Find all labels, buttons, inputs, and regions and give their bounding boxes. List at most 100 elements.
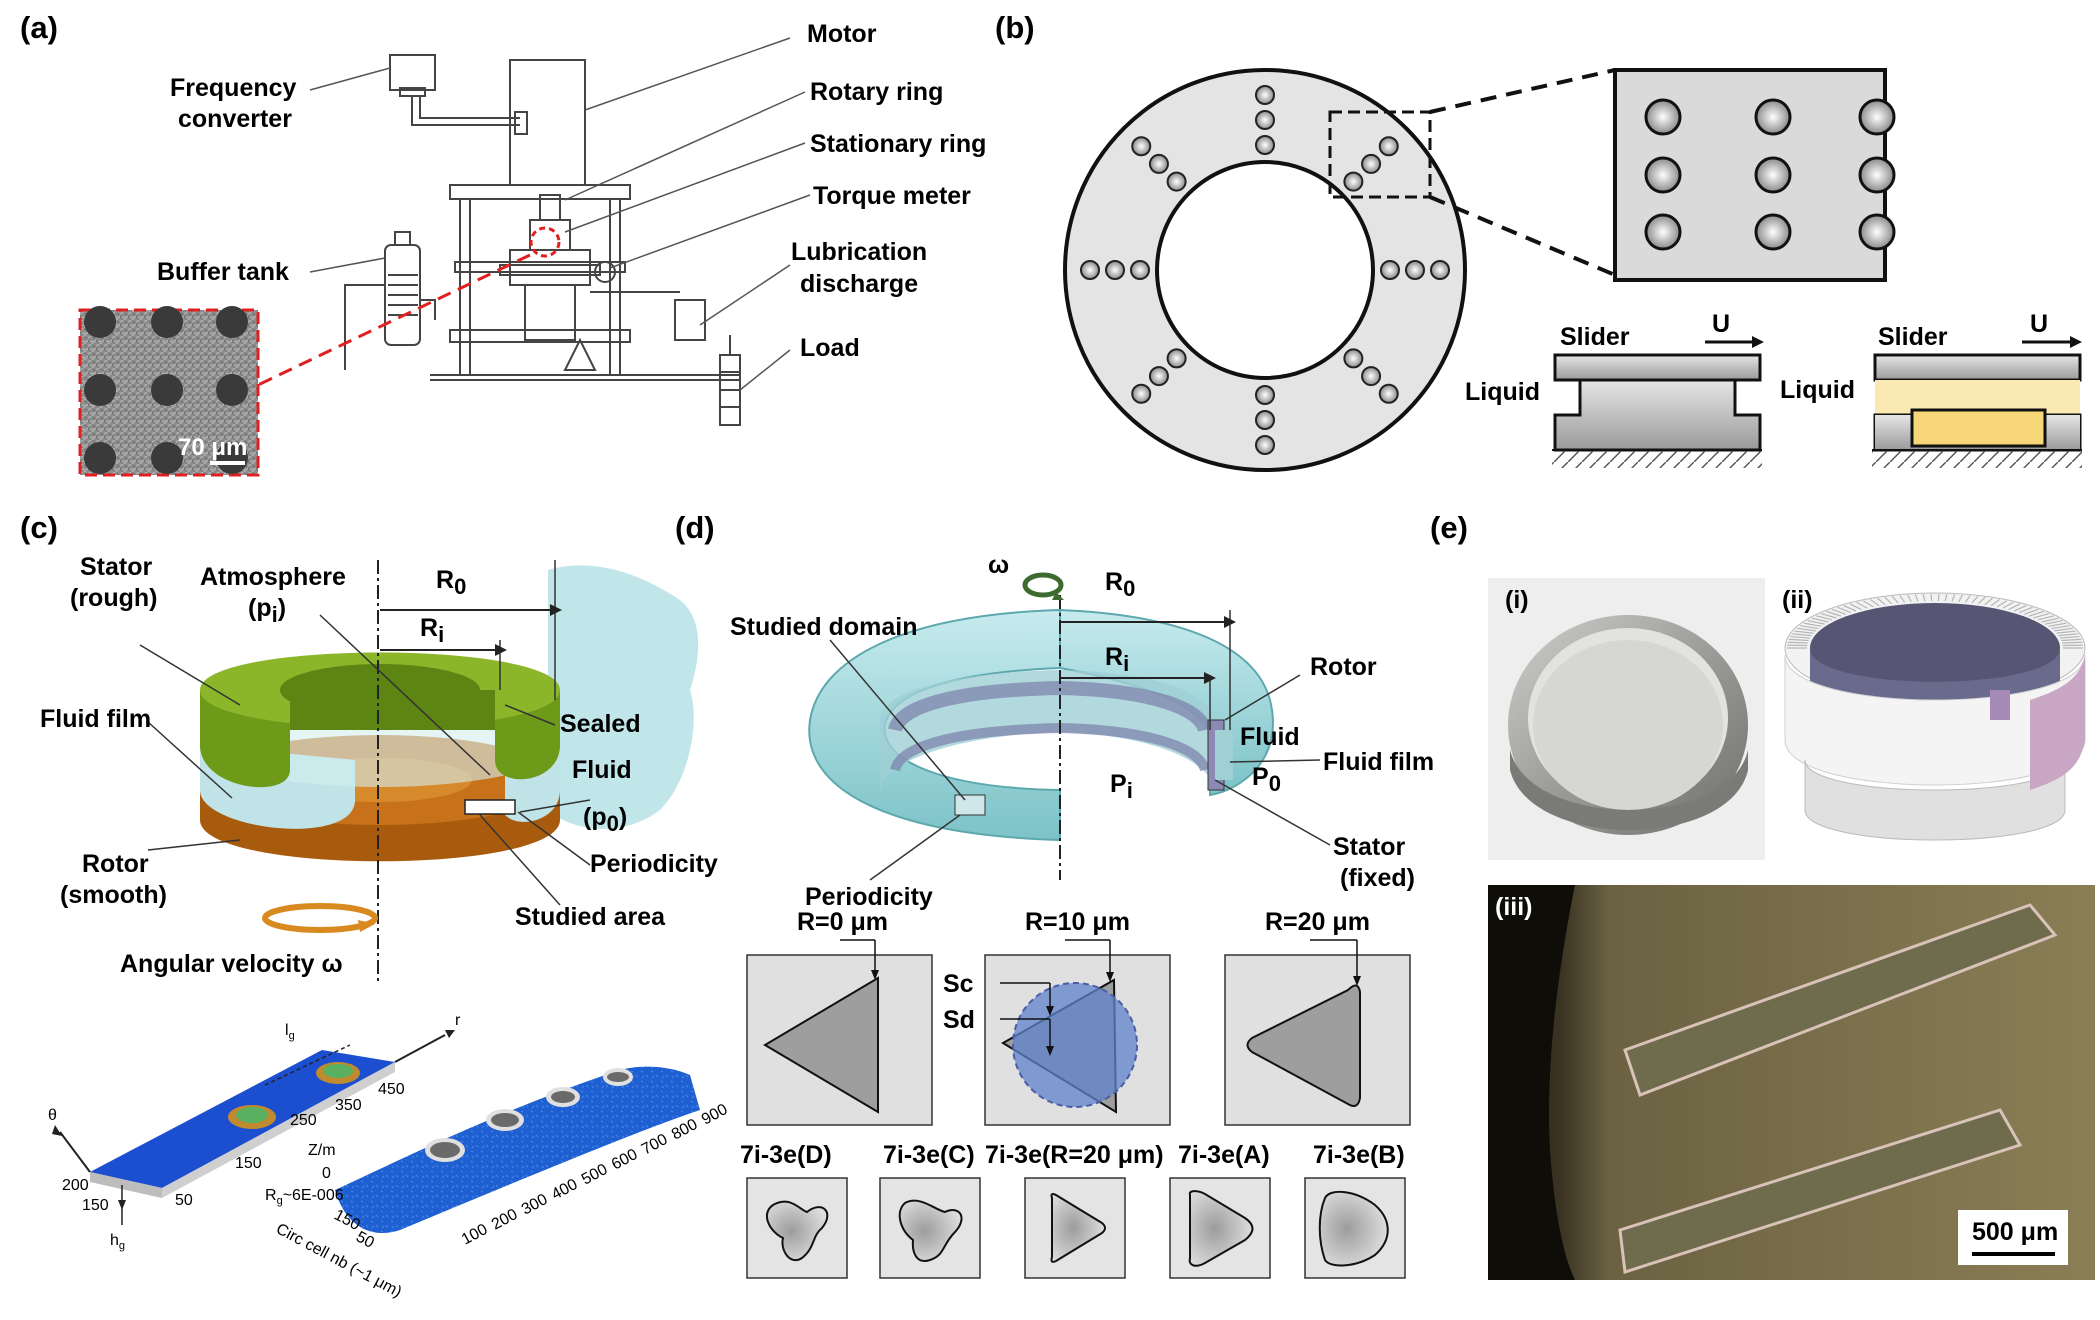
radial-groove <box>2060 635 2080 639</box>
plot-tick-b: 800 <box>669 1116 701 1144</box>
ring-dimples <box>1080 85 1450 455</box>
label-fluid: Fluid <box>572 756 632 784</box>
label-buffer-tank: Buffer tank <box>157 258 289 286</box>
render-ii-textured-ring: (ii) <box>1775 578 2095 860</box>
ring-dimple <box>1378 383 1399 404</box>
radial-groove <box>1922 594 1926 602</box>
plot-rg-label: Rg~6E-006 <box>265 1187 344 1207</box>
label-stator-line2: (rough) <box>70 584 157 612</box>
radial-groove <box>1877 597 1886 606</box>
studied-area-marker <box>464 799 516 815</box>
radial-groove <box>1984 597 1993 606</box>
liquid-right-label: Liquid <box>1780 376 1855 404</box>
radial-groove <box>2008 603 2021 611</box>
radial-groove <box>1797 627 1816 632</box>
panel-a-label: (a) <box>20 10 58 45</box>
label-angular-velocity: Angular velocity ω <box>120 950 343 978</box>
panel-d: (d) <box>675 510 1434 1279</box>
radial-groove <box>1862 600 1874 608</box>
ring-dimple <box>1255 135 1275 155</box>
panel-d-label: (d) <box>675 510 715 545</box>
label-sc: Sc <box>943 970 974 998</box>
inset-dimple <box>1754 156 1792 194</box>
micrograph-scale-label: 500 μm <box>1972 1218 2058 1246</box>
inset-dimple <box>1644 213 1682 251</box>
radial-groove <box>1944 594 1948 602</box>
radial-groove <box>1800 625 1819 630</box>
plot-theta-label: θ <box>48 1107 57 1124</box>
liquid-left-label: Liquid <box>1465 378 1540 406</box>
radial-groove <box>2013 604 2027 612</box>
radial-groove <box>2037 615 2054 621</box>
small-shape-a <box>1169 1177 1271 1279</box>
radial-groove <box>2058 633 2078 637</box>
label-r10um: R=10 μm <box>1025 908 1130 936</box>
dimple-grid-inset <box>1613 68 1896 282</box>
angular-velocity-arrow <box>262 903 378 933</box>
omega-arrow <box>1022 572 1064 600</box>
panel-d-leaders <box>829 639 1331 881</box>
label-motor: Motor <box>807 20 877 48</box>
label-pi: Pi <box>1110 770 1133 803</box>
ring-dimple <box>1255 85 1275 105</box>
shape-box-r0 <box>746 939 933 1126</box>
label-load: Load <box>800 334 860 362</box>
label-r0: R0 <box>436 566 466 599</box>
radial-groove <box>2061 638 2082 642</box>
slider-right-label: Slider <box>1878 323 1948 351</box>
slider-diagram-right: Slider U Liquid <box>1780 310 2082 468</box>
ring-dimple <box>1378 136 1399 157</box>
tick-50: 50 <box>175 1192 193 1209</box>
slider-left-label: Slider <box>1560 323 1630 351</box>
plot-tick-b: 900 <box>699 1101 731 1129</box>
tick-350: 350 <box>335 1097 362 1114</box>
label-shape-c: 7i-3e(C) <box>883 1141 975 1169</box>
radial-groove <box>2033 612 2050 619</box>
label-atmosphere-pressure: (pi) <box>248 594 286 627</box>
ring-dimple <box>1105 260 1125 280</box>
label-shape-r20: 7i-3e(R=20 μm) <box>985 1141 1164 1169</box>
panel-c-leaders <box>139 614 591 906</box>
label-atmosphere: Atmosphere <box>200 563 346 591</box>
radial-groove <box>1964 595 1971 603</box>
slider-diagram-left: Slider U Liquid <box>1465 310 1764 468</box>
radial-groove <box>1790 635 1810 639</box>
ring-dimple <box>1166 171 1187 192</box>
label-torque-meter: Torque meter <box>813 182 971 210</box>
radial-groove <box>1807 619 1825 625</box>
label-frequency-converter-line1: Frequency <box>170 74 297 102</box>
u-right-label: U <box>2030 310 2048 338</box>
radial-groove <box>1937 593 1940 602</box>
label-sd: Sd <box>943 1006 975 1034</box>
plot-tick-b: 700 <box>639 1131 671 1159</box>
label-d-ri: Ri <box>1105 643 1129 676</box>
radial-groove <box>1907 594 1912 603</box>
panel-c: (c) <box>20 510 731 1301</box>
inset-dimples <box>1644 98 1896 251</box>
label-sub-i: (i) <box>1505 586 1529 614</box>
radial-groove <box>1978 596 1986 605</box>
label-lubrication-line1: Lubrication <box>791 238 927 266</box>
ring-dimple <box>1131 383 1152 404</box>
label-r0um: R=0 μm <box>797 908 888 936</box>
radial-groove <box>1958 594 1963 603</box>
textured-seal-ring <box>1063 68 1467 472</box>
ring-dimple <box>1343 171 1364 192</box>
ring-dimple <box>1361 366 1382 387</box>
radial-groove <box>1843 604 1857 612</box>
plot-tick-b: 500 <box>579 1161 611 1189</box>
radial-groove <box>1914 594 1919 602</box>
radial-groove <box>1971 595 1979 604</box>
label-r20um: R=20 μm <box>1265 908 1370 936</box>
label-p0-d: P0 <box>1252 763 1281 796</box>
shape-box-r20 <box>1224 939 1411 1126</box>
radial-groove <box>2019 606 2033 614</box>
small-shape-b <box>1304 1177 1406 1279</box>
panel-a: (a) <box>20 10 986 477</box>
label-d-fluid: Fluid <box>1240 723 1300 751</box>
sem-inset: 70 μm <box>78 306 260 477</box>
radial-groove <box>1816 615 1833 621</box>
label-sealed: Sealed <box>560 710 641 738</box>
plot-hg-label: hg <box>110 1232 125 1252</box>
